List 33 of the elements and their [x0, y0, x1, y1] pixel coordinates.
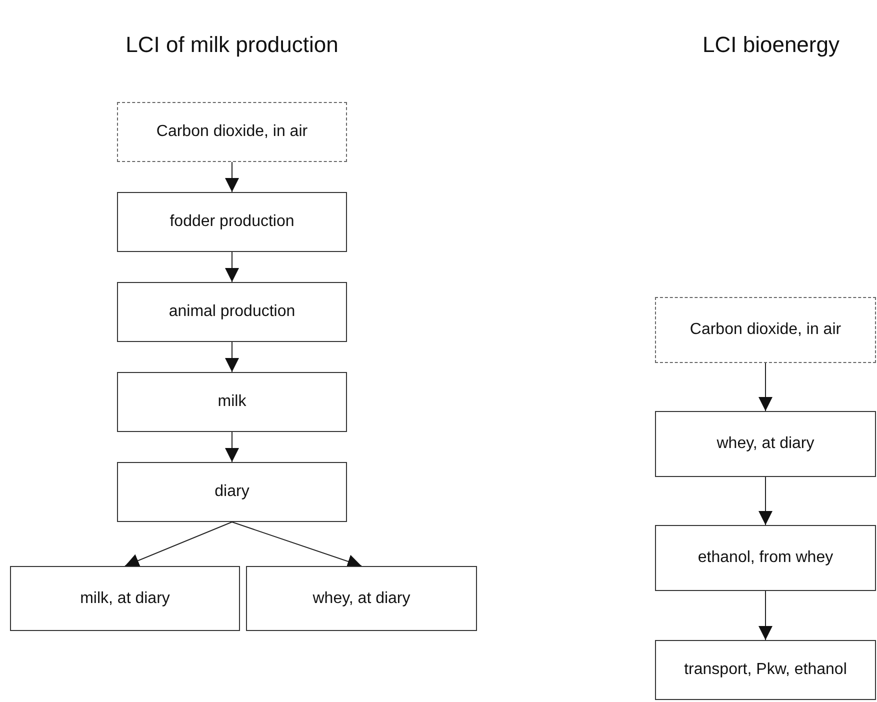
box-label: diary [214, 483, 250, 501]
arrow [124, 522, 232, 568]
box-label: transport, Pkw, ethanol [684, 661, 847, 679]
dashed-box [117, 102, 347, 162]
arrow [225, 162, 239, 192]
column-heading: LCI of milk production [126, 32, 338, 58]
arrow [758, 590, 772, 640]
arrow [225, 432, 239, 462]
box-label: whey, at diary [716, 435, 814, 453]
column-heading: LCI bioenergy [702, 32, 840, 58]
arrow [232, 522, 362, 568]
box-label: milk [218, 393, 246, 411]
process-box [655, 640, 876, 700]
process-box [117, 192, 347, 252]
box-label: whey, at diary [312, 590, 410, 608]
process-box [655, 525, 876, 591]
box-label: fodder production [170, 213, 294, 231]
arrow [758, 362, 772, 412]
process-box [10, 566, 240, 631]
box-label: animal production [168, 303, 296, 321]
arrow [758, 476, 772, 526]
process-box [246, 566, 477, 631]
process-box [117, 282, 347, 342]
arrow [225, 342, 239, 372]
process-box [117, 462, 347, 522]
box-label: Carbon dioxide, in air [156, 123, 308, 141]
process-box [117, 372, 347, 432]
process-box [655, 411, 876, 477]
box-label: ethanol, from whey [698, 549, 834, 567]
box-label: milk, at diary [80, 590, 170, 608]
arrow [225, 252, 239, 282]
box-label: Carbon dioxide, in air [690, 321, 842, 339]
dashed-box [655, 297, 876, 363]
